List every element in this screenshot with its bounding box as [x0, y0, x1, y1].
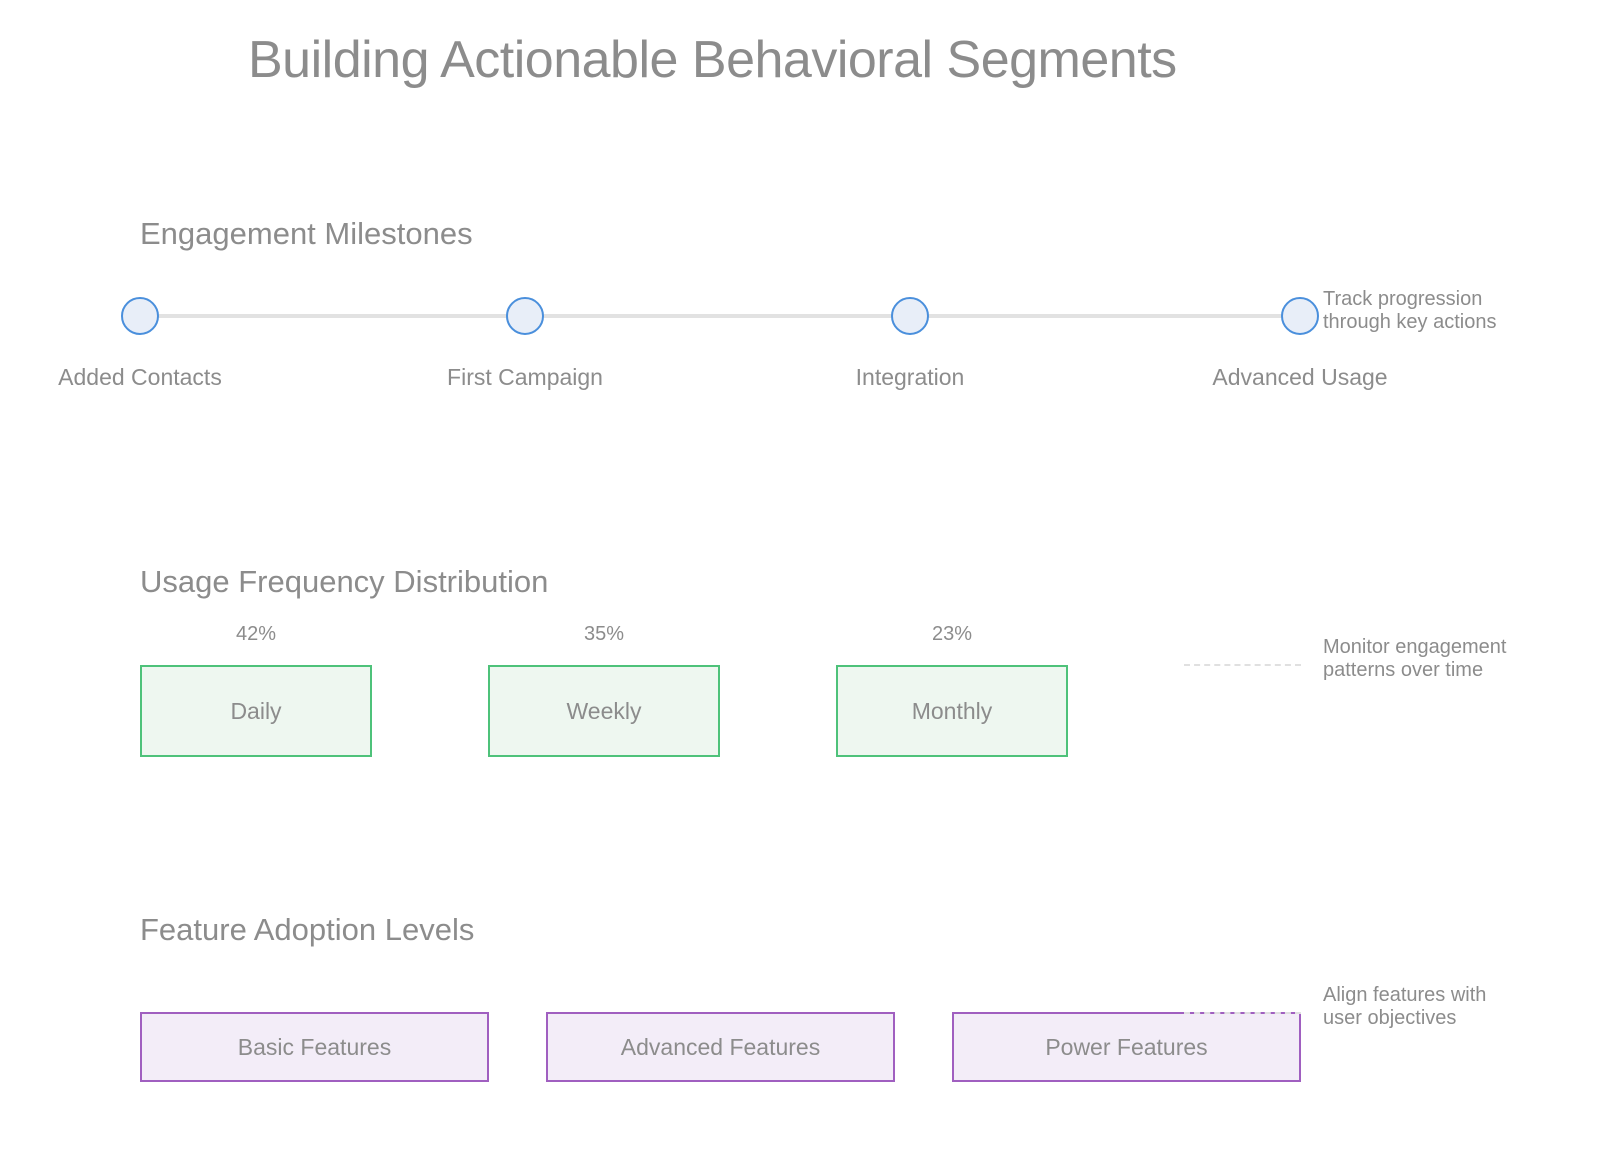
frequency-percent-monthly: 23%: [931, 623, 973, 645]
milestone-node-added-contacts: [121, 297, 159, 335]
milestones-note-line-1: Track progression: [1323, 288, 1483, 310]
features-note-line-1: Align features with: [1323, 984, 1487, 1006]
feature-box-label: Basic Features: [237, 1033, 392, 1060]
frequency-note-line-2: patterns over time: [1323, 659, 1484, 681]
frequency-box-label: Monthly: [911, 697, 993, 724]
milestone-node-first-campaign: [506, 297, 544, 335]
feature-box-label: Power Features: [1045, 1033, 1208, 1060]
milestone-label: Advanced Usage: [1212, 364, 1388, 390]
frequency-percent-weekly: 35%: [583, 623, 625, 645]
feature-box-power: Power Features: [952, 1012, 1301, 1082]
features-note-line-2: user objectives: [1323, 1007, 1457, 1029]
frequency-box-label: Daily: [230, 697, 282, 724]
milestones-heading: Engagement Milestones: [140, 216, 473, 251]
features-note-connector: [1184, 1012, 1301, 1014]
milestone-label: First Campaign: [447, 364, 603, 390]
milestones-note-line-2: through key actions: [1323, 311, 1497, 333]
frequency-box-monthly: Monthly: [836, 665, 1068, 757]
frequency-box-label: Weekly: [566, 697, 642, 724]
page-title: Building Actionable Behavioral Segments: [248, 31, 1177, 89]
frequency-box-daily: Daily: [140, 665, 372, 757]
milestone-node-advanced-usage: [1281, 297, 1319, 335]
milestone-label: Integration: [855, 364, 965, 390]
features-note: Align features with user objectives: [1323, 984, 1486, 1030]
frequency-note-line-1: Monitor engagement: [1323, 636, 1507, 658]
frequency-note: Monitor engagement patterns over time: [1323, 636, 1506, 682]
feature-box-basic: Basic Features: [140, 1012, 489, 1082]
milestone-track-line: [140, 314, 1300, 318]
frequency-box-weekly: Weekly: [488, 665, 720, 757]
milestone-label: Added Contacts: [58, 364, 222, 390]
frequency-percent-daily: 42%: [235, 623, 277, 645]
milestones-note: Track progression through key actions: [1323, 288, 1496, 334]
feature-box-advanced: Advanced Features: [546, 1012, 895, 1082]
features-heading: Feature Adoption Levels: [140, 912, 475, 947]
milestone-node-integration: [891, 297, 929, 335]
feature-box-label: Advanced Features: [620, 1033, 821, 1060]
frequency-note-connector: [1184, 664, 1301, 666]
frequency-heading: Usage Frequency Distribution: [140, 564, 549, 599]
